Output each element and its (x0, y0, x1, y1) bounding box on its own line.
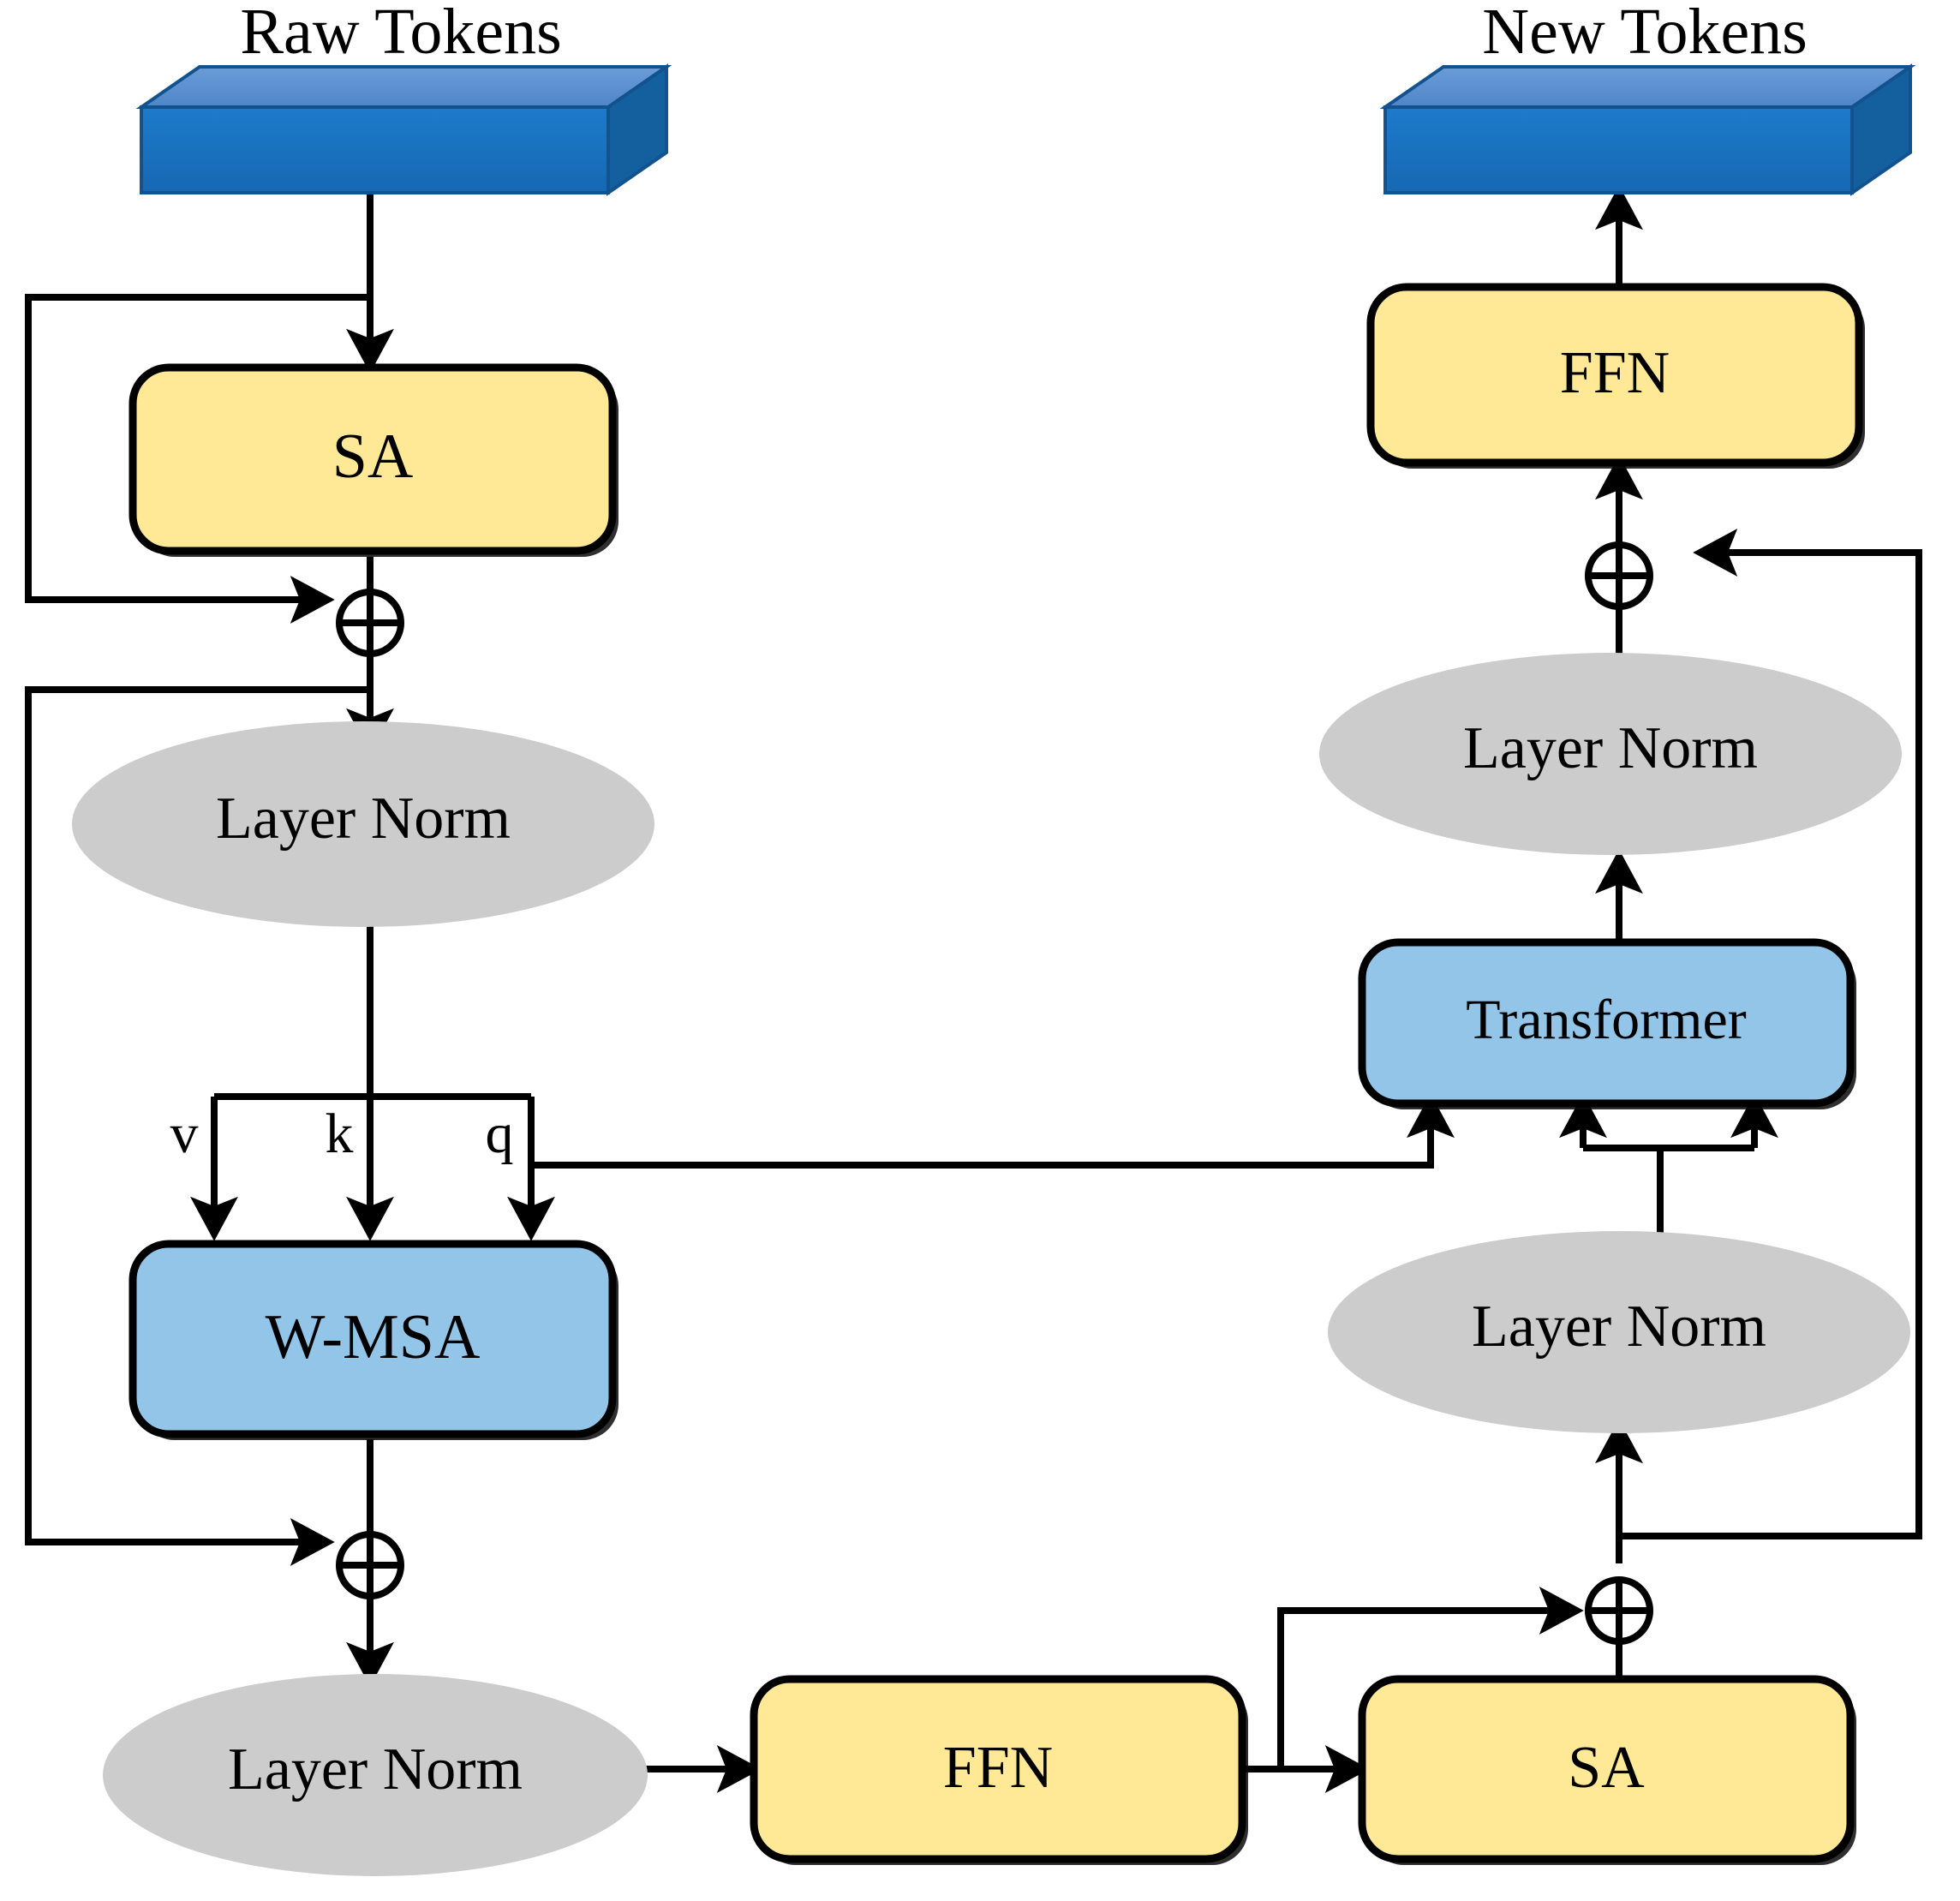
layer-norm-2-node[interactable]: Layer Norm (103, 1674, 648, 1876)
edge-label-v: v (170, 1103, 199, 1165)
ffn-bottom-body (750, 1675, 1246, 1863)
add-operator-2 (336, 1531, 404, 1599)
layer-norm-4-body (1319, 653, 1902, 855)
sa-bottom-node[interactable]: SA (1358, 1675, 1856, 1865)
raw-tokens-top-face (135, 65, 672, 109)
new-tokens-top-face (1379, 65, 1916, 109)
layer-norm-2-body (103, 1674, 648, 1876)
ffn-top-body (1366, 283, 1863, 467)
edge-label-q: q (486, 1103, 514, 1165)
sa-bottom-label: SA (1568, 1735, 1645, 1801)
transformer-body (1358, 938, 1855, 1108)
new-tokens-title: New Tokens (1482, 0, 1808, 68)
add-operator-1 (336, 589, 404, 657)
w-msa-label: W-MSA (266, 1302, 481, 1372)
transformer-node[interactable]: Transformer (1358, 938, 1856, 1109)
ffn-bottom-node[interactable]: FFN (750, 1675, 1248, 1865)
add-operator-3 (1585, 1576, 1653, 1645)
edge-skip-rawtokens-to-add1 (25, 294, 370, 624)
layer-norm-4-node[interactable]: Layer Norm (1319, 653, 1902, 855)
edge-skip-ffnbottom-to-add3 (1277, 1587, 1584, 1769)
transformer-label: Transformer (1466, 989, 1747, 1051)
edge-skip-add1-to-add2 (25, 686, 370, 1566)
layer-norm-4-label: Layer Norm (1463, 715, 1758, 781)
sa-bottom-body (1358, 1675, 1855, 1863)
new-tokens-front-face (1383, 105, 1854, 194)
new-tokens-box (1379, 63, 1916, 196)
ffn-top-node[interactable]: FFN (1366, 283, 1865, 469)
sa-left-label: SA (332, 421, 414, 492)
edge-skip-sabottom-to-add4 (1619, 529, 1922, 1539)
w-msa-body (128, 1240, 617, 1438)
raw-tokens-title: Raw Tokens (240, 0, 561, 68)
layer-norm-1-node[interactable]: Layer Norm (72, 721, 654, 927)
ffn-bottom-label: FFN (943, 1735, 1053, 1801)
edge-q-to-transformer (531, 1093, 1455, 1169)
ffn-top-label: FFN (1560, 340, 1670, 406)
layer-norm-3-node[interactable]: Layer Norm (1328, 1231, 1910, 1433)
layer-norm-2-label: Layer Norm (228, 1737, 523, 1802)
raw-tokens-box (135, 63, 672, 196)
raw-tokens-front-face (140, 105, 610, 194)
layer-norm-3-label: Layer Norm (1472, 1294, 1766, 1360)
edge-label-k: k (326, 1103, 354, 1165)
w-msa-node[interactable]: W-MSA (128, 1240, 618, 1440)
layer-norm-1-label: Layer Norm (216, 786, 511, 852)
add-operator-4 (1585, 541, 1653, 610)
sa-left-node[interactable]: SA (128, 363, 618, 557)
layer-norm-3-body (1328, 1231, 1910, 1433)
layer-norm-1-body (72, 721, 654, 927)
sa-left-body (128, 363, 617, 555)
